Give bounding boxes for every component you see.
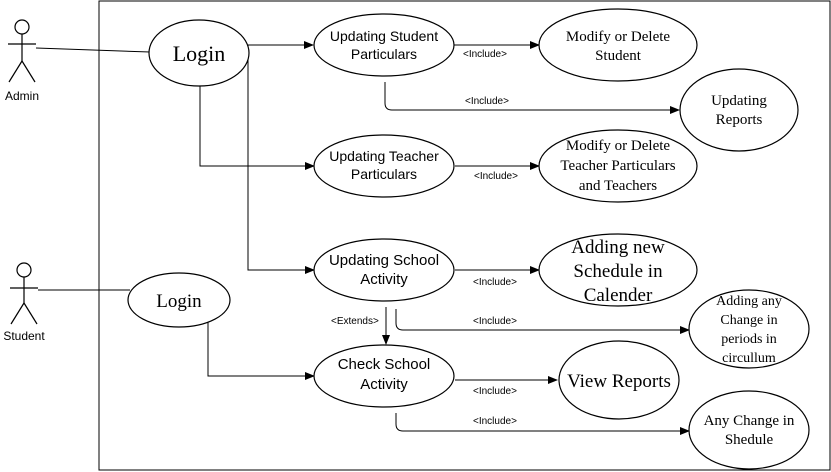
use-case-adding-new-schedule <box>538 233 698 307</box>
check-school-label-1: Check School <box>338 356 431 373</box>
change-periods-label-4: circullum <box>722 351 776 366</box>
edge-include-any-change <box>395 413 690 435</box>
use-case-updating-reports <box>679 68 799 152</box>
admin-actor <box>8 19 36 83</box>
updating-teacher-label-1: Updating Teacher <box>329 148 439 164</box>
label-include-4: <Include> <box>473 277 517 288</box>
updating-reports-label-2: Reports <box>716 112 763 128</box>
any-change-label-1: Any Change in <box>704 413 795 429</box>
modify-teacher-label-1: Modify or Delete <box>566 138 670 154</box>
admin-actor-label: Admin <box>5 89 39 103</box>
new-schedule-label-1: Adding new <box>571 237 665 258</box>
use-case-modify-delete-student <box>538 8 698 82</box>
updating-student-label-2: Particulars <box>351 46 417 62</box>
edge-login-teacher-particulars <box>199 86 315 170</box>
edge-login-check-activity <box>207 322 315 380</box>
use-case-check-school-activity <box>313 344 455 408</box>
admin-login-label: Login <box>173 41 226 66</box>
change-periods-label-2: Change in <box>720 313 777 328</box>
label-include-6: <Include> <box>473 386 517 397</box>
label-include-2: <Include> <box>465 96 509 107</box>
student-actor <box>10 262 38 325</box>
use-case-modify-delete-teacher <box>538 129 698 203</box>
change-periods-label-3: periods in <box>721 332 777 347</box>
edge-include-change-periods <box>395 309 690 334</box>
any-change-label-2: Shedule <box>725 432 774 448</box>
label-extends: <Extends> <box>331 316 379 327</box>
view-reports-label: View Reports <box>567 371 671 392</box>
modify-teacher-label-3: and Teachers <box>579 178 657 194</box>
use-case-admin-login <box>148 19 250 87</box>
label-include-5: <Include> <box>473 316 517 327</box>
change-periods-label-1: Adding any <box>716 294 782 309</box>
updating-teacher-label-2: Particulars <box>351 166 417 182</box>
use-case-updating-teacher-particulars <box>313 134 455 198</box>
updating-reports-label-1: Updating <box>711 93 767 109</box>
use-case-student-login <box>127 272 231 328</box>
use-case-view-reports <box>558 340 680 420</box>
modify-teacher-label-2: Teacher Particulars <box>560 158 675 174</box>
use-case-updating-school-activity <box>313 238 455 302</box>
edge-include-updating-reports <box>384 82 680 114</box>
student-login-label: Login <box>156 291 202 312</box>
check-school-label-2: Activity <box>360 376 408 393</box>
updating-school-label-1: Updating School <box>329 252 439 269</box>
updating-student-label-1: Updating Student <box>330 28 438 44</box>
label-include-1: <Include> <box>463 49 507 60</box>
use-case-any-change-schedule <box>688 390 810 470</box>
modify-student-label-2: Student <box>595 48 642 64</box>
modify-student-label-1: Modify or Delete <box>566 29 670 45</box>
new-schedule-label-2: Schedule in <box>573 261 663 282</box>
label-include-7: <Include> <box>473 416 517 427</box>
new-schedule-label-3: Calender <box>584 285 653 306</box>
student-actor-label: Student <box>3 329 45 343</box>
use-case-adding-change-periods <box>688 289 810 369</box>
edge-login-school-activity <box>247 45 315 274</box>
admin-association <box>35 47 151 53</box>
system-boundary <box>98 0 831 471</box>
updating-school-label-2: Activity <box>360 271 408 288</box>
use-case-updating-student-particulars <box>313 13 455 77</box>
label-include-3: <Include> <box>474 171 518 182</box>
